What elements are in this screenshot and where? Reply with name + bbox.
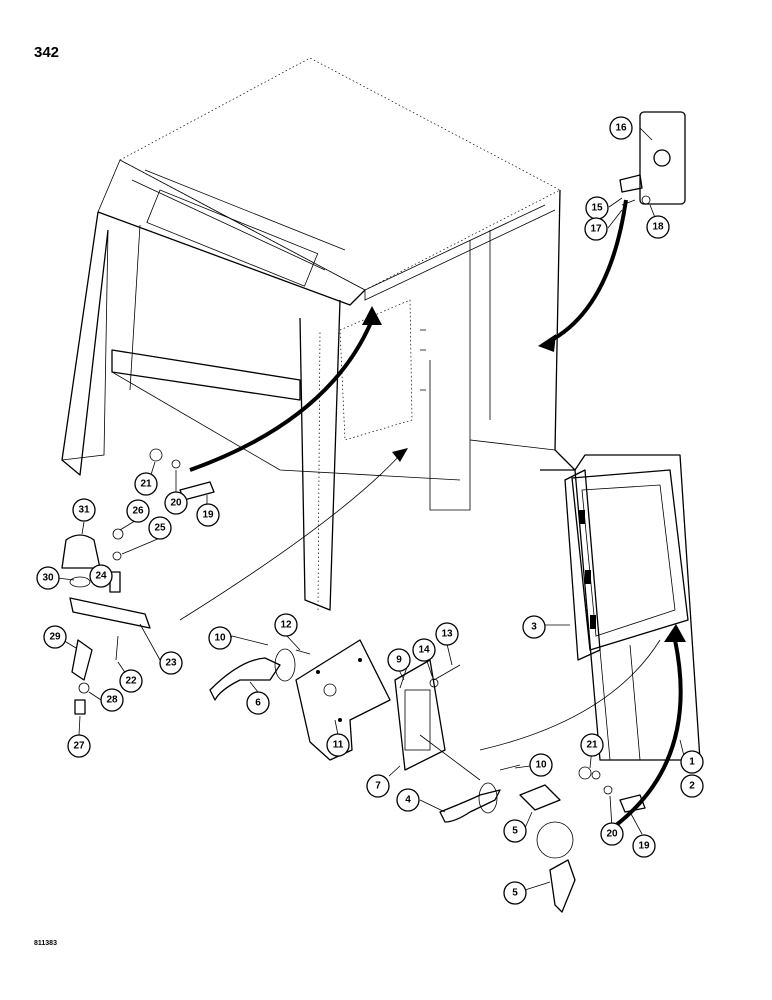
callout-11: 11 (326, 733, 350, 757)
svg-text:2: 2 (689, 781, 695, 792)
callout-13: 13 (435, 622, 459, 646)
svg-text:7: 7 (375, 781, 381, 792)
callout-1: 1 (680, 750, 704, 774)
svg-text:28: 28 (106, 695, 118, 706)
svg-text:21: 21 (140, 479, 152, 490)
svg-text:18: 18 (652, 222, 664, 233)
svg-text:5: 5 (512, 826, 518, 837)
svg-text:1: 1 (689, 757, 695, 768)
callout-20b: 20 (600, 822, 624, 846)
callout-19b: 19 (632, 834, 656, 858)
page-number: 342 (34, 44, 60, 61)
callout-16: 16 (609, 116, 633, 140)
callout-6: 6 (246, 691, 270, 715)
callout-3: 3 (522, 615, 546, 639)
svg-text:5: 5 (512, 888, 518, 899)
callout-15: 15 (585, 196, 609, 220)
callout-12: 12 (274, 613, 298, 637)
svg-text:12: 12 (280, 620, 292, 631)
callout-19a: 19 (196, 503, 220, 527)
cab-frame (61, 57, 576, 611)
callout-2: 2 (680, 774, 704, 798)
callout-7: 7 (366, 774, 390, 798)
callout-29: 29 (43, 625, 67, 649)
bumper-assembly (61, 528, 151, 715)
callout-28: 28 (100, 688, 124, 712)
svg-text:10: 10 (535, 760, 547, 771)
svg-text:4: 4 (405, 795, 411, 806)
callout-18: 18 (646, 215, 670, 239)
callout-21b: 21 (580, 733, 604, 757)
svg-text:26: 26 (132, 506, 144, 517)
svg-text:25: 25 (154, 523, 166, 534)
svg-text:10: 10 (214, 633, 226, 644)
svg-text:24: 24 (95, 571, 107, 582)
svg-text:20: 20 (170, 498, 182, 509)
callout-24: 24 (89, 564, 113, 588)
callout-25: 25 (148, 516, 172, 540)
svg-text:16: 16 (615, 123, 627, 134)
cab-door (564, 454, 701, 761)
svg-text:14: 14 (418, 645, 430, 656)
callout-5a: 5 (503, 819, 527, 843)
callout-9: 9 (387, 648, 411, 672)
callout-26: 26 (126, 499, 150, 523)
svg-text:22: 22 (125, 676, 137, 687)
callout-22: 22 (119, 669, 143, 693)
hardware (149, 111, 686, 813)
callout-27: 27 (67, 734, 91, 758)
door-latch (394, 659, 481, 781)
drawing-code: 811383 (34, 940, 57, 947)
svg-text:27: 27 (73, 741, 85, 752)
svg-text:13: 13 (441, 629, 453, 640)
callout-23: 23 (159, 651, 183, 675)
svg-text:29: 29 (49, 632, 61, 643)
svg-text:11: 11 (333, 740, 344, 751)
callout-14: 14 (412, 638, 436, 662)
callout-21a: 21 (134, 472, 158, 496)
svg-text:6: 6 (255, 698, 261, 709)
callout-31: 31 (72, 498, 96, 522)
callout-4: 4 (396, 788, 420, 812)
svg-text:19: 19 (638, 841, 650, 852)
callouts: 1 2 3 4 5 5 6 7 9 10 10 11 12 13 14 15 1… (36, 116, 704, 905)
svg-text:21: 21 (586, 740, 598, 751)
lock-plate (295, 639, 391, 761)
svg-text:17: 17 (590, 224, 602, 235)
outer-handle (439, 782, 501, 823)
svg-text:31: 31 (78, 505, 90, 516)
svg-text:9: 9 (396, 655, 402, 666)
svg-text:23: 23 (165, 658, 177, 669)
assembly-arrows (179, 199, 686, 828)
svg-text:20: 20 (606, 829, 618, 840)
callout-30: 30 (36, 566, 60, 590)
callout-20a: 20 (164, 491, 188, 515)
keys (519, 784, 576, 913)
svg-text:30: 30 (42, 573, 54, 584)
callout-5b: 5 (503, 881, 527, 905)
callout-10b: 10 (529, 753, 553, 777)
inner-handle (209, 648, 296, 701)
svg-text:19: 19 (202, 510, 214, 521)
svg-text:3: 3 (531, 622, 537, 633)
callout-10a: 10 (208, 626, 232, 650)
callout-17: 17 (584, 217, 608, 241)
svg-text:15: 15 (591, 203, 603, 214)
